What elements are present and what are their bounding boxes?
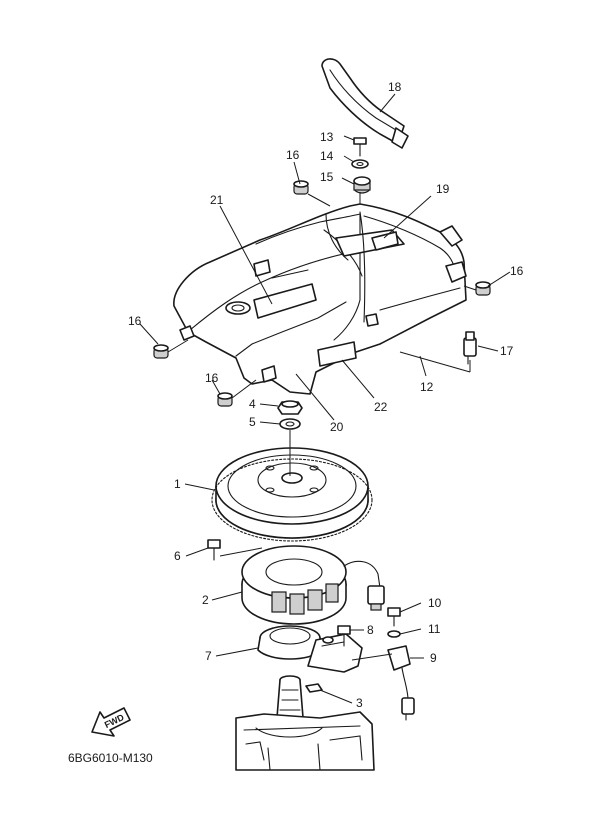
grommet-16-left	[153, 339, 189, 359]
callout-18: 18	[388, 80, 402, 94]
callout-16-right: 16	[510, 264, 524, 278]
stator-2	[241, 545, 385, 625]
callout-8: 8	[367, 623, 374, 637]
bolt-10	[387, 607, 401, 627]
grommet-16-right	[463, 281, 491, 296]
part-callouts: 18 13 14 16 15 19 21 16 16 17 16 12 4 22…	[128, 80, 524, 710]
callout-9: 9	[430, 651, 437, 665]
callout-16-top: 16	[286, 148, 300, 162]
callout-13: 13	[320, 130, 334, 144]
callout-4: 4	[249, 397, 256, 411]
grommet-16-top	[293, 180, 331, 207]
fwd-arrow-icon: FWD	[91, 707, 131, 737]
callout-2: 2	[202, 593, 209, 607]
bolt-13	[353, 137, 367, 157]
base-plate-7	[257, 625, 363, 673]
callout-7: 7	[205, 649, 212, 663]
key-3	[305, 683, 323, 693]
leader-lines	[139, 93, 511, 704]
callout-16-left: 16	[128, 314, 142, 328]
callout-3: 3	[356, 696, 363, 710]
callout-21: 21	[210, 193, 224, 207]
hose-part	[321, 58, 409, 149]
callout-6: 6	[174, 549, 181, 563]
pulser-coil-9	[387, 645, 415, 721]
washer-5	[279, 418, 301, 430]
diagram-code: 6BG6010-M130	[68, 751, 153, 765]
callout-15: 15	[320, 170, 334, 184]
callout-22: 22	[374, 400, 388, 414]
washer-11	[387, 630, 401, 638]
engine-block	[235, 711, 375, 771]
callout-1: 1	[174, 477, 181, 491]
callout-12: 12	[420, 380, 434, 394]
bolt-6	[207, 539, 221, 561]
callout-5: 5	[249, 415, 256, 429]
connector-17	[463, 331, 477, 365]
callout-16-bottom: 16	[205, 371, 219, 385]
washer-14	[351, 159, 369, 169]
flywheel-1	[211, 430, 373, 542]
grommet-16-bottom	[217, 379, 257, 407]
callout-19: 19	[436, 182, 450, 196]
callout-11: 11	[428, 622, 441, 636]
nut-4	[277, 400, 303, 415]
flywheel-cover-12	[173, 203, 467, 395]
callout-17: 17	[500, 344, 514, 358]
callout-10: 10	[428, 596, 442, 610]
bolt-8	[337, 625, 351, 647]
callout-14: 14	[320, 149, 334, 163]
callout-20: 20	[330, 420, 344, 434]
grommet-15	[353, 176, 371, 194]
